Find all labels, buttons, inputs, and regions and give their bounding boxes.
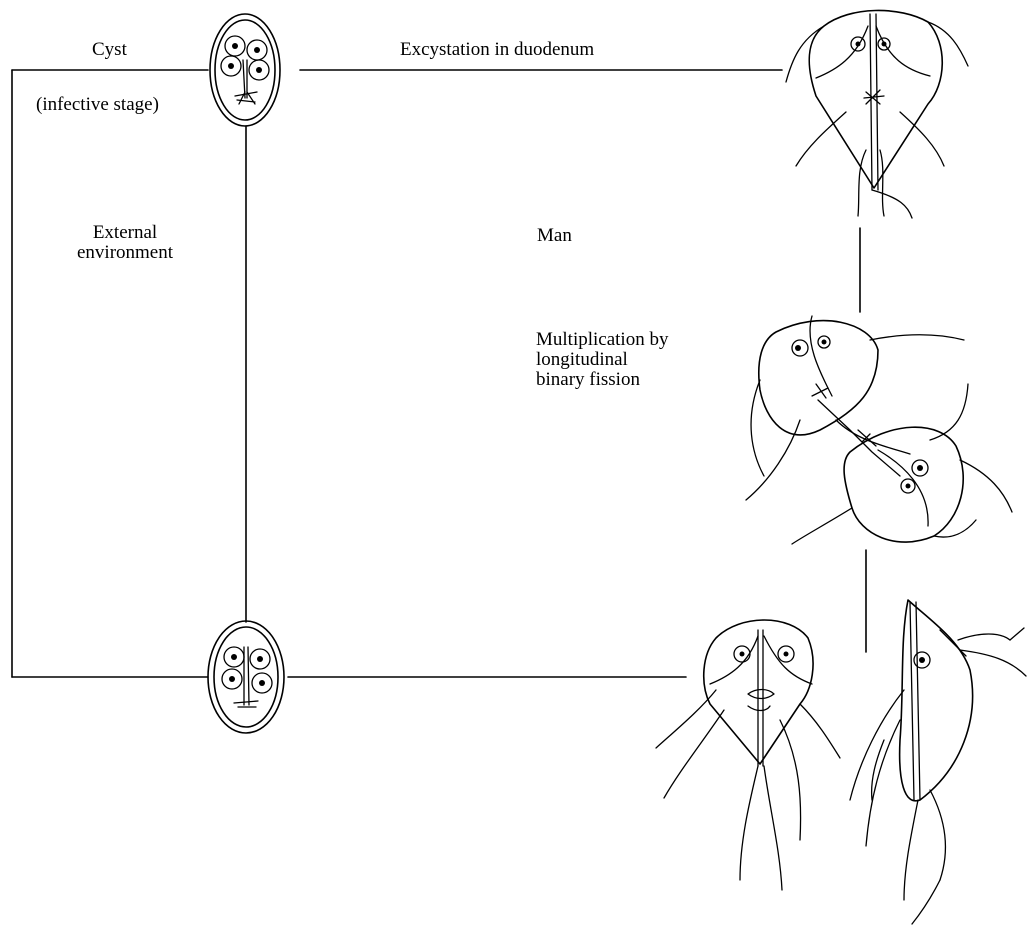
cycle-connector-lines — [11, 69, 867, 678]
excystation-label: Excystation in duodenum — [400, 39, 595, 60]
external-environment-line1: External — [92, 222, 158, 243]
cyst-bottom-icon — [207, 620, 285, 734]
trophozoite-top-icon — [785, 9, 969, 219]
trophozoite-bottom-left-icon — [655, 619, 841, 891]
infective-stage-label: (infective stage) — [36, 94, 159, 115]
multiplication-line3: binary fission — [536, 369, 640, 390]
cyst-top-icon — [209, 13, 281, 127]
trophozoite-bottom-right-icon — [849, 599, 1027, 925]
multiplication-line1: Multiplication by — [536, 329, 669, 350]
multiplication-label: Multiplication by longitudinal binary fi… — [536, 330, 668, 390]
external-environment-line2: environment — [76, 242, 174, 263]
man-label: Man — [537, 225, 572, 246]
multiplication-line2: longitudinal — [536, 349, 628, 370]
external-environment-label: External environment — [64, 223, 186, 263]
dividing-trophozoites-icon — [745, 315, 1013, 545]
cyst-label: Cyst — [92, 39, 127, 60]
